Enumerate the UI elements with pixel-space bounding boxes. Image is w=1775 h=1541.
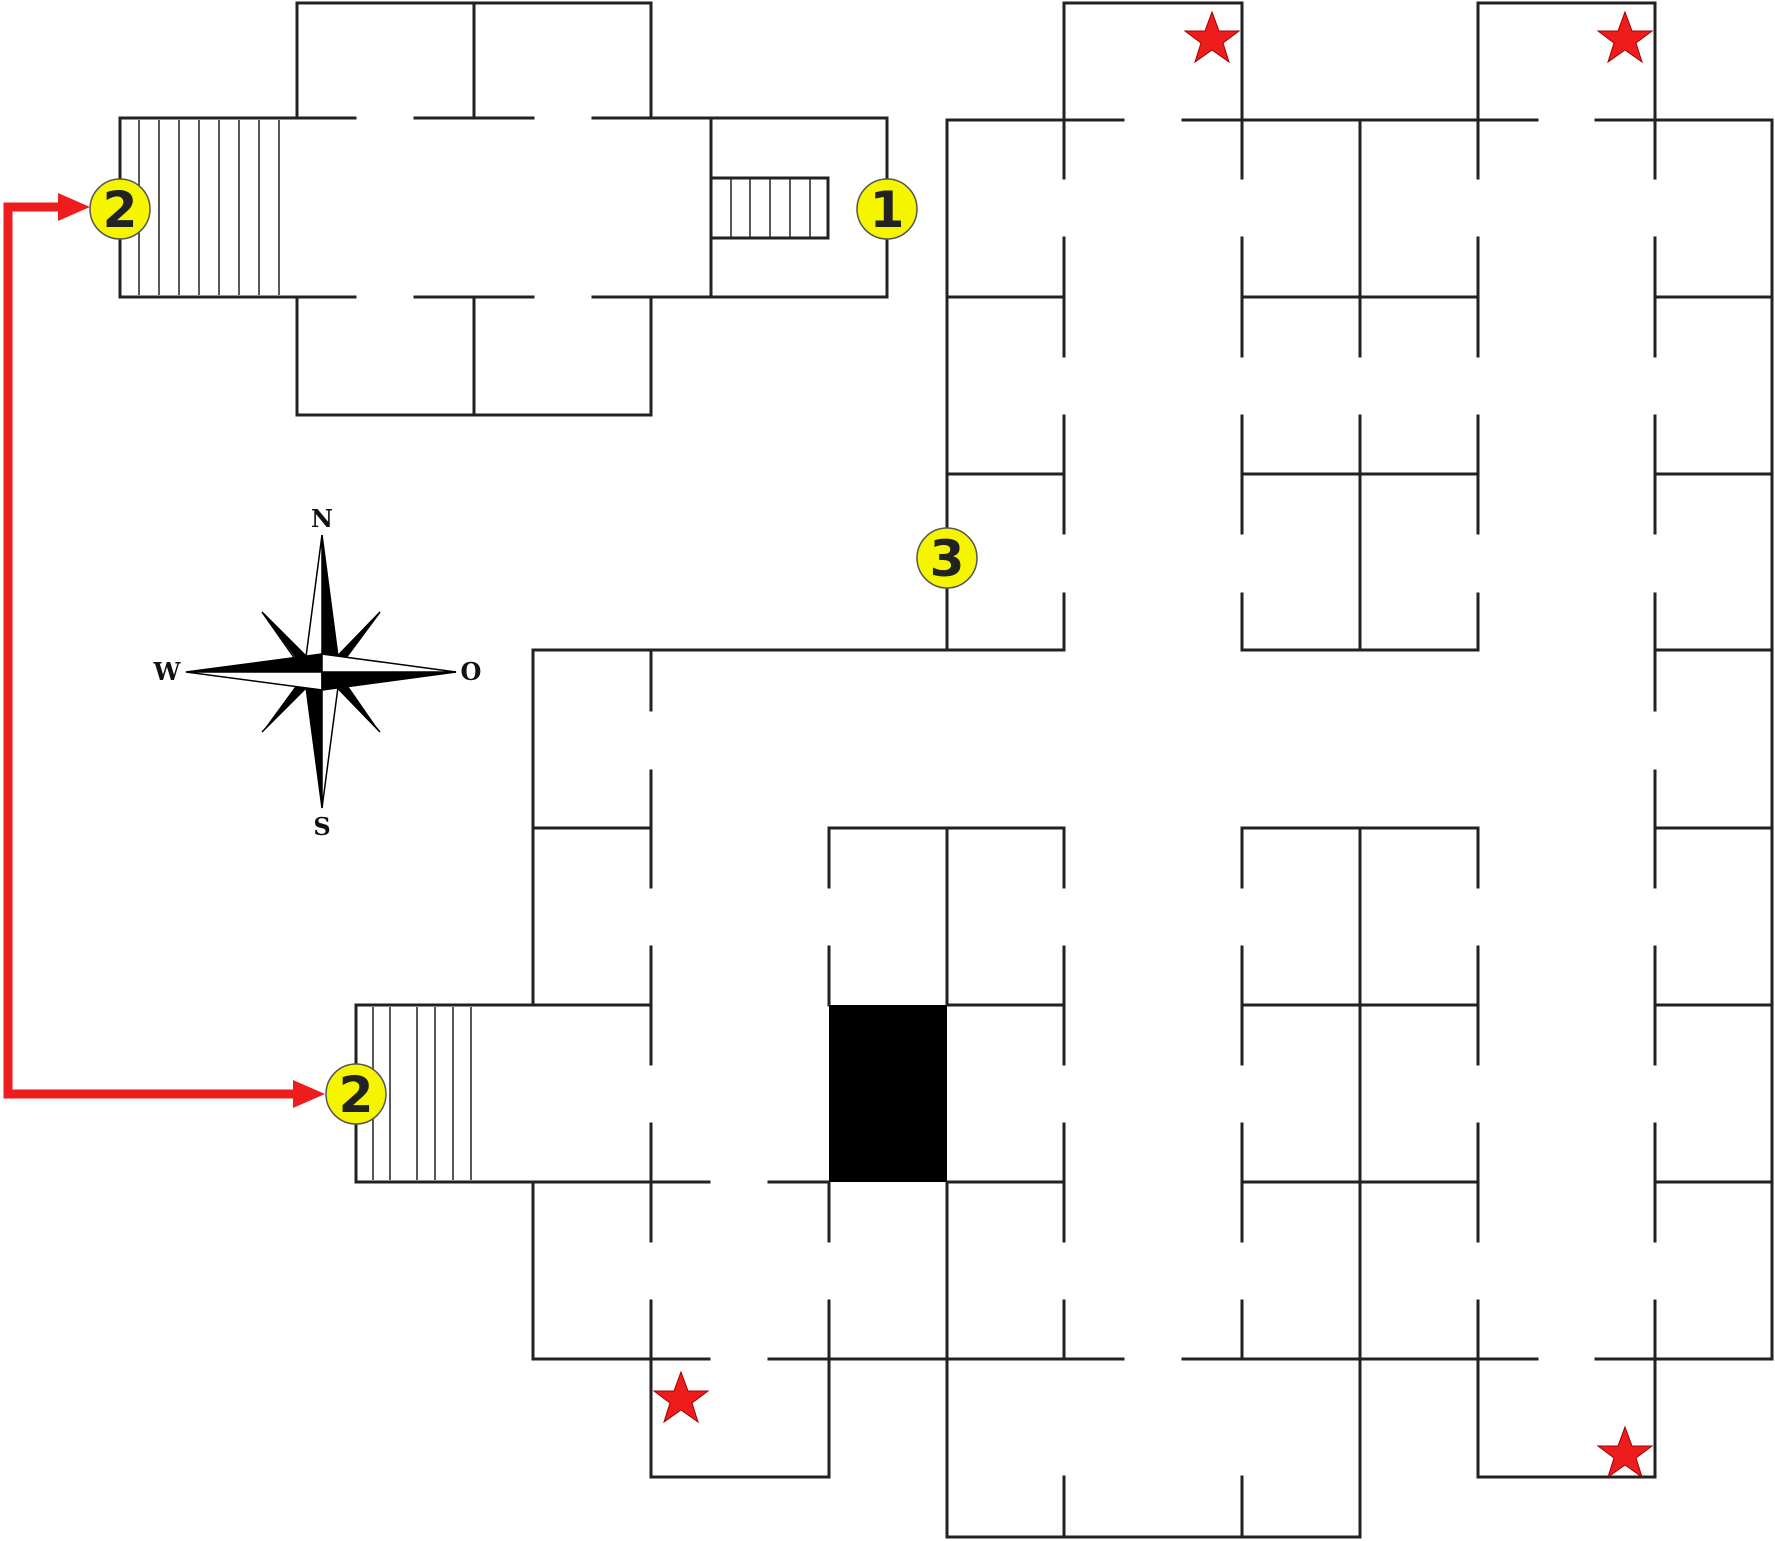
lower-floor: [354, 1, 1774, 1539]
marker-1-circle: [856, 178, 918, 240]
marker-1-label: 1: [870, 181, 905, 239]
upper-outer-wall: [118, 1, 889, 417]
lower-vertical-walls: [649, 118, 1657, 1539]
lower-horizontal-walls: [531, 295, 1774, 1361]
marker-2-upper: 2: [89, 178, 151, 240]
marker-2-lower-circle: [325, 1063, 387, 1125]
marker-3-label: 3: [930, 530, 965, 588]
marker-1: 1: [856, 178, 918, 240]
lower-notch-wall: [945, 592, 1066, 652]
solid-block: [829, 1005, 947, 1182]
marker-2-upper-label: 2: [103, 181, 138, 239]
compass-east-label: O: [461, 657, 482, 686]
upper-floor: [118, 1, 889, 417]
upper-west-staircase: [138, 120, 280, 295]
star-icon: [1596, 1425, 1654, 1479]
lower-west-staircase: [372, 1007, 472, 1180]
marker-2-upper-circle: [89, 178, 151, 240]
star-icon: [1596, 10, 1654, 64]
star-icon: [652, 1370, 710, 1424]
stars: [652, 10, 1654, 1479]
upper-east-staircase: [709, 176, 830, 240]
compass-north-label: N: [311, 504, 333, 533]
compass-west-label: W: [153, 657, 182, 686]
compass-south-label: S: [313, 812, 330, 841]
compass-rose: N S W O: [153, 504, 482, 841]
marker-2-lower-label: 2: [339, 1066, 374, 1124]
marker-3-circle: [916, 527, 978, 589]
marker-3: 3: [916, 527, 978, 589]
marker-2-lower: 2: [325, 1063, 387, 1125]
route-arrow: [3, 193, 325, 1108]
star-icon: [1183, 10, 1241, 64]
